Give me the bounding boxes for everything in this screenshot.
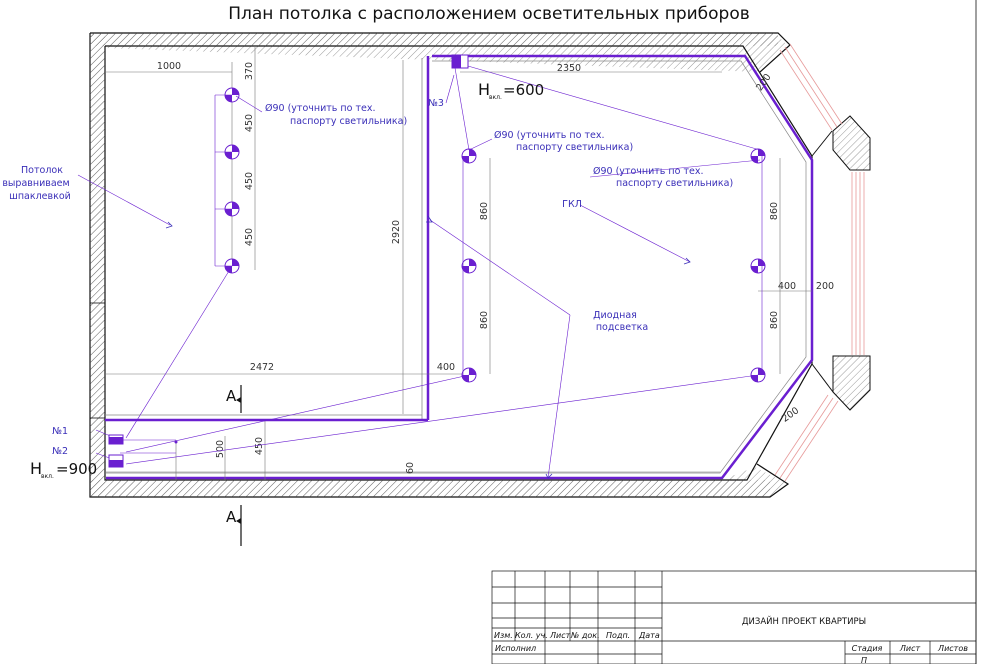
gkl-outline <box>105 54 814 480</box>
lamp-mid-note-1: Ø90 (уточнить по тех. <box>494 130 604 141</box>
svg-text:Подп.: Подп. <box>606 631 630 640</box>
dimension-labels: 1000 370 450 450 450 2920 2472 400 2350 … <box>157 61 834 474</box>
switch-3-label: №3 <box>428 98 444 109</box>
svg-text:Дата: Дата <box>638 631 660 640</box>
svg-text:вкл.: вкл. <box>489 94 502 101</box>
title-block-text: ДИЗАЙН ПРОЕКТ КВАРТИРЫ Изм. Кол. уч. Лис… <box>494 615 968 664</box>
svg-text:А: А <box>226 387 237 405</box>
lamp-right-note-1: Ø90 (уточнить по тех. <box>593 166 703 177</box>
bay-window <box>774 43 871 482</box>
diode-note-1: Диодная <box>593 310 637 321</box>
section-mark-top: А <box>226 385 242 413</box>
svg-text:Кол. уч.: Кол. уч. <box>515 631 548 640</box>
svg-text:вкл.: вкл. <box>41 473 54 480</box>
diode-note-2: подсветка <box>596 322 648 333</box>
title-block <box>491 570 977 664</box>
svg-text:П: П <box>861 656 867 664</box>
dim-60: 60 <box>405 462 416 474</box>
dim-1000: 1000 <box>157 61 181 72</box>
switch-1-label: №1 <box>52 426 68 437</box>
notes: Ø90 (уточнить по тех. паспорту светильни… <box>2 103 733 333</box>
ceiling-note-2: выравниваем <box>2 178 69 189</box>
dim-200-right: 200 <box>816 281 834 292</box>
switch-2-label: №2 <box>52 446 68 457</box>
walls <box>89 32 813 498</box>
dim-860-c: 860 <box>769 202 780 220</box>
svg-text:Лист: Лист <box>899 644 921 653</box>
lamp-mid-2 <box>461 258 477 274</box>
dim-200-bottom: 200 <box>780 405 801 424</box>
svg-text:Лист: Лист <box>549 631 571 640</box>
svg-text:H: H <box>478 80 490 99</box>
gkl-note: ГКЛ <box>562 199 582 210</box>
ceiling-note-1: Потолок <box>21 165 63 176</box>
dim-2350: 2350 <box>557 63 581 74</box>
lamp-right-note-2: паспорту светильника) <box>616 178 733 189</box>
lamp-right-2 <box>750 258 766 274</box>
lamp-mid-1 <box>461 148 477 164</box>
lamps <box>224 87 766 383</box>
dim-860-a: 860 <box>479 202 490 220</box>
section-mark-bottom: А <box>226 505 242 546</box>
dim-450-d: 450 <box>254 437 265 455</box>
dim-2472: 2472 <box>250 362 274 373</box>
dim-2920: 2920 <box>391 220 402 244</box>
svg-text:Листов: Листов <box>937 644 968 653</box>
drawing-title: План потолка с расположением осветительн… <box>228 4 750 24</box>
dim-450-b: 450 <box>244 172 255 190</box>
svg-text:Изм.: Изм. <box>494 631 513 640</box>
lamp-left-note-1: Ø90 (уточнить по тех. <box>265 103 375 114</box>
switch-height-top: H вкл. =600 <box>478 80 544 101</box>
svg-text:Стадия: Стадия <box>852 644 883 653</box>
dim-450-c: 450 <box>244 228 255 246</box>
lamp-mid-note-2: паспорту светильника) <box>516 142 633 153</box>
svg-text:А: А <box>226 508 237 526</box>
switches <box>108 54 469 468</box>
svg-text:=900: =900 <box>56 460 97 478</box>
svg-text:H: H <box>30 459 42 478</box>
switch-height-left: H вкл. =900 <box>30 459 97 480</box>
svg-text:№ док.: № док. <box>570 631 600 640</box>
project-title: ДИЗАЙН ПРОЕКТ КВАРТИРЫ <box>742 615 866 627</box>
lamp-right-1 <box>750 148 766 164</box>
dim-860-b: 860 <box>479 311 490 329</box>
dim-450-a: 450 <box>244 114 255 132</box>
dim-400-a: 400 <box>437 362 455 373</box>
wiring-lines <box>77 61 763 479</box>
dim-370: 370 <box>244 62 255 80</box>
svg-text:=600: =600 <box>503 81 544 99</box>
svg-text:Исполнил: Исполнил <box>495 644 536 653</box>
dim-400-b: 400 <box>778 281 796 292</box>
ceiling-note-3: шпаклевкой <box>9 191 71 202</box>
dim-500: 500 <box>215 440 226 458</box>
lamp-left-note-2: паспорту светильника) <box>290 116 407 127</box>
dim-860-d: 860 <box>769 311 780 329</box>
